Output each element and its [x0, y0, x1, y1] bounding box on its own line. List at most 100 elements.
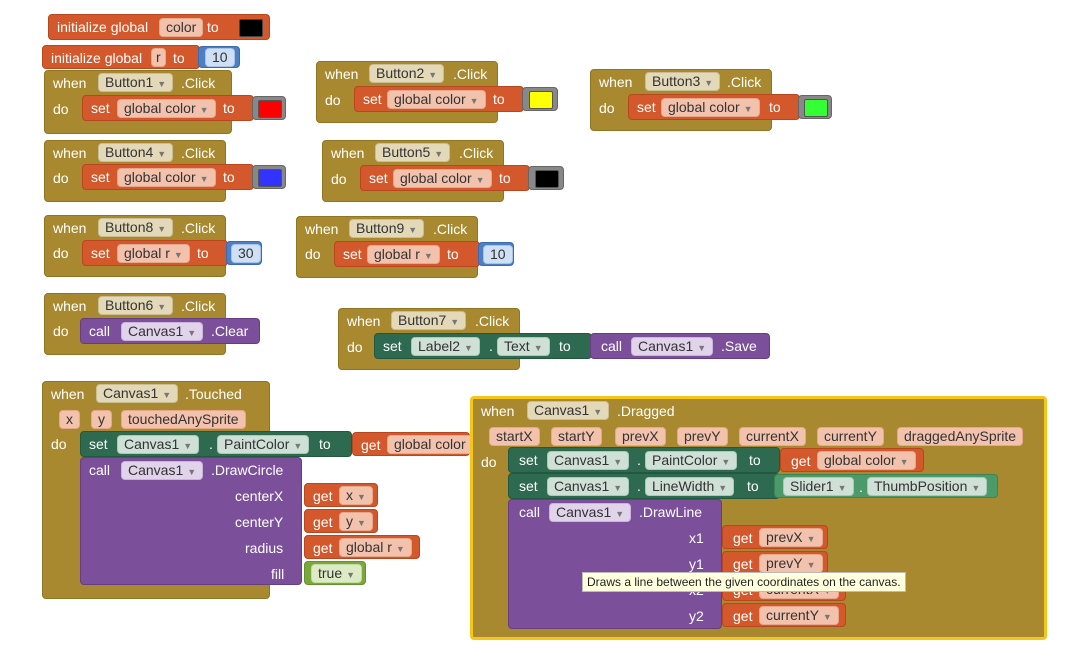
param-starty[interactable]: startY — [551, 427, 602, 446]
variable-dropdown[interactable]: global color▼ — [117, 99, 216, 118]
global-name-field[interactable]: r — [151, 48, 166, 67]
component-dropdown[interactable]: Button3▼ — [645, 72, 721, 91]
get-x-block[interactable]: get x▼ — [304, 483, 378, 507]
property-dropdown[interactable]: LineWidth▼ — [645, 477, 735, 496]
param-currentx[interactable]: currentX — [739, 427, 806, 446]
param-touchedanysprite[interactable]: touchedAnySprite — [121, 410, 246, 429]
call-canvas-clear-block[interactable]: call Canvas1▼ .Clear — [80, 318, 260, 344]
component-dropdown[interactable]: Slider1▼ — [783, 477, 854, 496]
get-y-block[interactable]: get y▼ — [304, 509, 378, 533]
set-global-block[interactable]: set global r▼ to — [82, 240, 228, 266]
get-prevy-block[interactable]: get prevY▼ — [722, 551, 828, 575]
color-block-black[interactable] — [528, 166, 564, 190]
number-block[interactable]: 10 — [478, 242, 514, 266]
variable-dropdown[interactable]: prevX▼ — [759, 528, 823, 547]
component-dropdown[interactable]: Button5▼ — [375, 143, 451, 162]
color-swatch-blue[interactable] — [258, 169, 282, 187]
color-swatch-yellow[interactable] — [529, 91, 553, 109]
variable-dropdown[interactable]: global color▼ — [387, 90, 486, 109]
color-block-red[interactable] — [252, 96, 286, 120]
variable-dropdown[interactable]: currentY▼ — [759, 606, 839, 625]
button2-click-handler[interactable]: when Button2▼ .Click do — [316, 61, 498, 123]
variable-dropdown[interactable]: global color▼ — [117, 168, 216, 187]
component-dropdown[interactable]: Button4▼ — [98, 143, 174, 162]
param-draggedanysprite[interactable]: draggedAnySprite — [897, 427, 1024, 446]
get-currenty-block[interactable]: get currentY▼ — [722, 603, 846, 627]
variable-dropdown[interactable]: global color — [387, 435, 473, 454]
number-field[interactable]: 10 — [483, 245, 513, 264]
set-canvas-paintcolor-block[interactable]: set Canvas1▼ . PaintColor▼ to — [80, 431, 352, 457]
variable-dropdown[interactable]: prevY▼ — [759, 554, 823, 573]
variable-dropdown[interactable]: global color▼ — [661, 98, 760, 117]
property-dropdown[interactable]: Text▼ — [497, 337, 550, 356]
param-prevx[interactable]: prevX — [615, 427, 666, 446]
component-dropdown[interactable]: Button9▼ — [349, 219, 425, 238]
call-canvas-save-block[interactable]: call Canvas1▼ .Save — [590, 333, 770, 359]
property-dropdown[interactable]: ThumbPosition▼ — [867, 477, 988, 496]
component-dropdown[interactable]: Canvas1▼ — [547, 477, 630, 496]
component-dropdown[interactable]: Canvas1▼ — [547, 451, 630, 470]
param-prevy[interactable]: prevY — [677, 427, 728, 446]
get-global-block[interactable]: get global color — [352, 432, 473, 456]
color-swatch-black[interactable] — [239, 19, 263, 37]
color-block-green[interactable] — [798, 95, 832, 119]
global-name-field[interactable]: color — [159, 18, 204, 37]
arg-label-fill: fill — [271, 566, 285, 582]
variable-dropdown[interactable]: global r▼ — [339, 538, 412, 557]
call-canvas-drawline-block[interactable]: call Canvas1▼ .DrawLine x1 y1 x2 y2 — [508, 499, 722, 629]
component-dropdown[interactable]: Canvas1▼ — [96, 384, 179, 403]
get-global-r-block[interactable]: get global r▼ — [304, 535, 420, 559]
color-swatch-black[interactable] — [535, 170, 559, 188]
init-global-color-block[interactable]: initialize global color to — [48, 14, 270, 40]
variable-dropdown[interactable]: x▼ — [339, 486, 373, 505]
get-prevx-block[interactable]: get prevX▼ — [722, 525, 828, 549]
number-field[interactable]: 30 — [231, 244, 261, 263]
param-y[interactable]: y — [91, 410, 112, 429]
param-x[interactable]: x — [59, 410, 80, 429]
property-dropdown[interactable]: PaintColor▼ — [645, 451, 738, 470]
component-dropdown[interactable]: Canvas1▼ — [117, 435, 200, 454]
component-dropdown[interactable]: Button2▼ — [369, 64, 445, 83]
set-global-block[interactable]: set global color▼ to — [82, 95, 254, 121]
set-global-block[interactable]: set global color▼ to — [82, 164, 254, 190]
component-dropdown[interactable]: Button8▼ — [98, 218, 174, 237]
color-swatch-green[interactable] — [804, 99, 828, 117]
variable-dropdown[interactable]: global r▼ — [117, 244, 190, 263]
param-startx[interactable]: startX — [489, 427, 540, 446]
component-dropdown[interactable]: Canvas1▼ — [121, 461, 204, 480]
number-block[interactable]: 30 — [226, 241, 262, 265]
set-label-text-block[interactable]: set Label2▼ . Text▼ to — [374, 333, 592, 359]
set-global-block[interactable]: set global color▼ to — [628, 94, 800, 120]
component-dropdown[interactable]: Label2▼ — [411, 337, 480, 356]
set-canvas-linewidth-block[interactable]: set Canvas1▼ . LineWidth▼ to — [508, 473, 780, 499]
component-dropdown[interactable]: Button1▼ — [98, 73, 174, 92]
component-dropdown[interactable]: Canvas1▼ — [549, 503, 632, 522]
set-canvas-paintcolor-block[interactable]: set Canvas1▼ . PaintColor▼ to — [508, 447, 780, 473]
property-dropdown[interactable]: PaintColor▼ — [217, 435, 310, 454]
init-global-r-block[interactable]: initialize global r to — [42, 45, 200, 69]
boolean-true-block[interactable]: true▼ — [304, 561, 366, 585]
color-block-blue[interactable] — [252, 165, 286, 189]
set-global-block[interactable]: set global r▼ to — [334, 241, 480, 267]
set-global-block[interactable]: set global color▼ to — [354, 86, 524, 112]
component-dropdown[interactable]: Canvas1▼ — [121, 322, 204, 341]
number-field[interactable]: 10 — [205, 48, 235, 67]
param-currenty[interactable]: currentY — [817, 427, 884, 446]
variable-dropdown[interactable]: global color▼ — [393, 169, 492, 188]
variable-dropdown[interactable]: y▼ — [339, 512, 373, 531]
color-swatch-red[interactable] — [258, 100, 282, 118]
set-global-block[interactable]: set global color▼ to — [360, 165, 530, 191]
boolean-dropdown[interactable]: true▼ — [311, 564, 363, 583]
color-block-yellow[interactable] — [522, 87, 558, 111]
variable-dropdown[interactable]: global r▼ — [367, 245, 440, 264]
variable-dropdown[interactable]: global color▼ — [817, 451, 916, 470]
component-dropdown[interactable]: Button7▼ — [391, 311, 467, 330]
component-dropdown[interactable]: Button6▼ — [98, 296, 174, 315]
number-block[interactable]: 10 — [198, 46, 240, 68]
set-label: set — [91, 169, 110, 185]
component-dropdown[interactable]: Canvas1▼ — [631, 337, 714, 356]
slider-thumbposition-block[interactable]: Slider1▼ . ThumbPosition▼ — [774, 474, 998, 498]
call-canvas-drawcircle-block[interactable]: call Canvas1▼ .DrawCircle centerX center… — [80, 457, 302, 585]
component-dropdown[interactable]: Canvas1▼ — [527, 401, 610, 420]
get-global-color-block[interactable]: get global color▼ — [780, 448, 924, 472]
